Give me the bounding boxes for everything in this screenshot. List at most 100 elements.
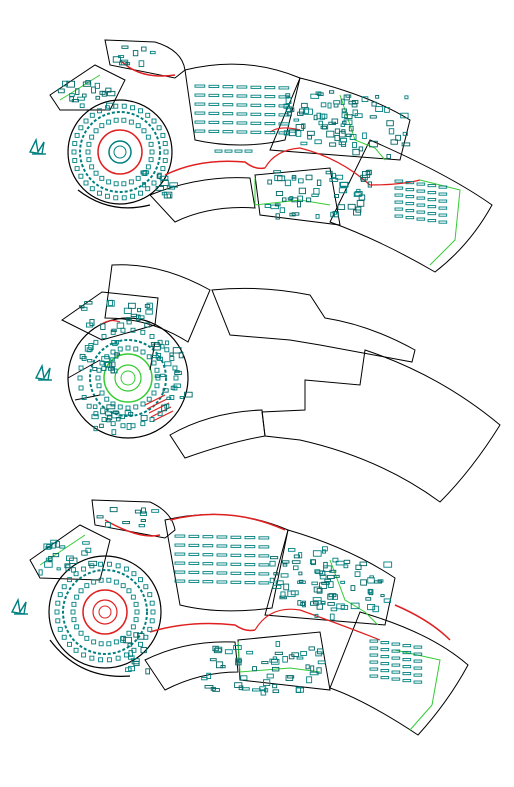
furniture-item	[279, 207, 286, 214]
furniture-item	[369, 639, 379, 643]
furniture-item	[145, 668, 151, 675]
wing-outline	[329, 611, 469, 736]
furniture-item	[113, 117, 119, 123]
furniture-item	[45, 545, 52, 550]
furniture-item	[230, 571, 242, 575]
furniture-item	[188, 534, 200, 538]
furniture-item	[70, 609, 76, 615]
furniture-item	[275, 580, 284, 585]
wing-outline	[29, 524, 111, 581]
wing-outline	[211, 287, 416, 363]
furniture-item	[149, 149, 155, 155]
furniture-item	[244, 149, 253, 153]
furniture-item	[169, 352, 174, 357]
furniture-item	[391, 663, 401, 667]
furniture-item	[123, 652, 129, 658]
furniture-item	[295, 130, 302, 137]
furniture-item	[438, 185, 448, 189]
furniture-item	[75, 88, 80, 95]
furniture-item	[299, 108, 305, 115]
furniture-item	[287, 197, 293, 201]
furniture-item	[174, 543, 186, 547]
furniture-item	[124, 410, 132, 416]
furniture-item	[194, 120, 206, 124]
furniture-item	[283, 583, 290, 591]
furniture-item	[45, 557, 53, 561]
furniture-item	[285, 106, 292, 112]
furniture-item	[145, 112, 151, 118]
furniture-item	[402, 665, 412, 669]
furniture-item	[61, 584, 67, 590]
furniture-item	[361, 96, 369, 103]
furniture-item	[224, 149, 233, 153]
furniture-item	[120, 583, 126, 589]
rotunda-wall	[77, 189, 151, 209]
furniture-item	[130, 594, 136, 600]
furniture-item	[145, 309, 153, 315]
furniture-item	[289, 107, 295, 112]
furniture-item	[120, 636, 127, 643]
furniture-item	[327, 593, 334, 600]
furniture-item	[416, 182, 426, 186]
furniture-item	[162, 141, 168, 146]
furniture-item	[79, 305, 85, 309]
furniture-item	[123, 307, 132, 314]
furniture-item	[224, 649, 233, 655]
furniture-item	[284, 179, 291, 187]
wing-outline	[169, 409, 266, 459]
furniture-item	[99, 123, 105, 129]
furniture-item	[132, 50, 139, 57]
furniture-item	[128, 119, 134, 125]
furniture-item	[116, 322, 125, 329]
furniture-item	[264, 122, 276, 126]
furniture-item	[96, 515, 104, 519]
furniture-item	[202, 580, 214, 584]
furniture-item	[367, 604, 376, 611]
furniture-item	[164, 361, 172, 367]
furniture-item	[330, 211, 335, 218]
furniture-item	[105, 411, 112, 416]
furniture-item	[343, 559, 351, 564]
furniture-item	[110, 329, 116, 335]
furniture-item	[272, 689, 280, 694]
furniture-item	[274, 651, 283, 656]
furniture-item	[277, 175, 286, 182]
furniture-item	[367, 181, 372, 188]
furniture-item	[121, 103, 127, 109]
rotunda-ring	[79, 111, 161, 193]
furniture-item	[194, 102, 206, 106]
furniture-item	[260, 689, 267, 696]
furniture-item	[89, 112, 95, 118]
furniture-item	[371, 101, 377, 107]
furniture-item	[236, 130, 248, 134]
furniture-item	[111, 361, 116, 368]
block-outline	[237, 631, 331, 691]
circulation-route	[269, 127, 301, 133]
furniture-item	[156, 125, 162, 131]
furniture-item	[113, 181, 119, 187]
furniture-item	[388, 128, 395, 135]
furniture-item	[104, 193, 110, 199]
furniture-item	[324, 578, 332, 582]
furniture-item	[148, 157, 154, 163]
furniture-item	[138, 190, 143, 196]
furniture-item	[427, 219, 437, 223]
furniture-item	[241, 687, 250, 691]
furniture-item	[204, 685, 214, 689]
furniture-item	[332, 172, 336, 179]
furniture-item	[316, 603, 324, 610]
furniture-item	[96, 383, 102, 389]
furniture-item	[98, 641, 104, 647]
furniture-item	[310, 93, 320, 99]
furniture-item	[67, 641, 72, 647]
furniture-item	[272, 683, 278, 689]
furniture-item	[135, 123, 141, 129]
furniture-item	[78, 588, 84, 594]
furniture-item	[307, 135, 313, 140]
furniture-item	[85, 149, 91, 155]
furniture-item	[194, 93, 206, 97]
furniture-item	[112, 342, 118, 347]
furniture-item	[208, 111, 220, 115]
furniture-item	[235, 657, 242, 664]
furniture-item	[166, 193, 171, 199]
